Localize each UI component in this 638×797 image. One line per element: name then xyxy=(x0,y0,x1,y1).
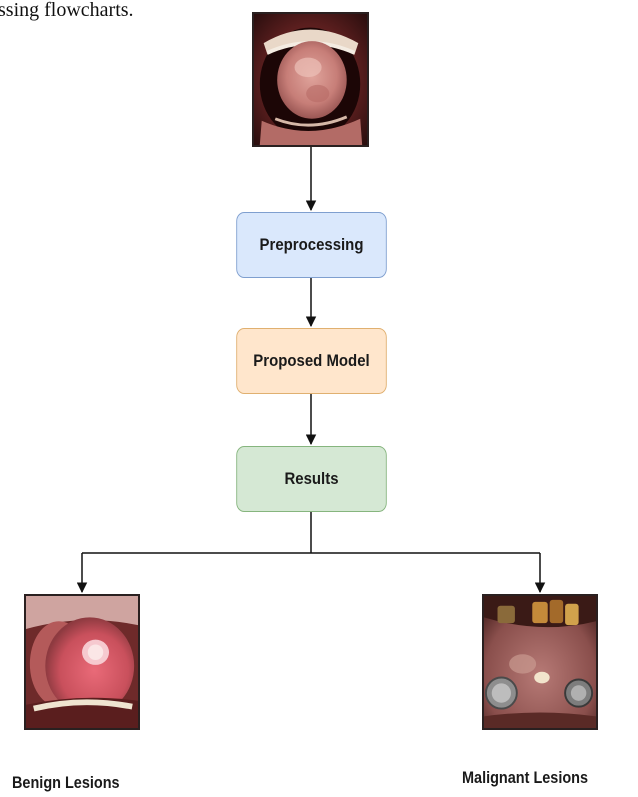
malignant-lesions-label: Malignant Lesions xyxy=(462,768,588,788)
benign-lesion-image xyxy=(24,594,140,730)
input-oral-image xyxy=(252,12,369,147)
malignant-lesion-image xyxy=(482,594,598,730)
benign-lesions-label: Benign Lesions xyxy=(12,773,120,793)
preprocessing-step: Preprocessing xyxy=(236,212,386,278)
proposed-model-step: Proposed Model xyxy=(236,328,386,394)
results-step: Results xyxy=(236,446,386,512)
